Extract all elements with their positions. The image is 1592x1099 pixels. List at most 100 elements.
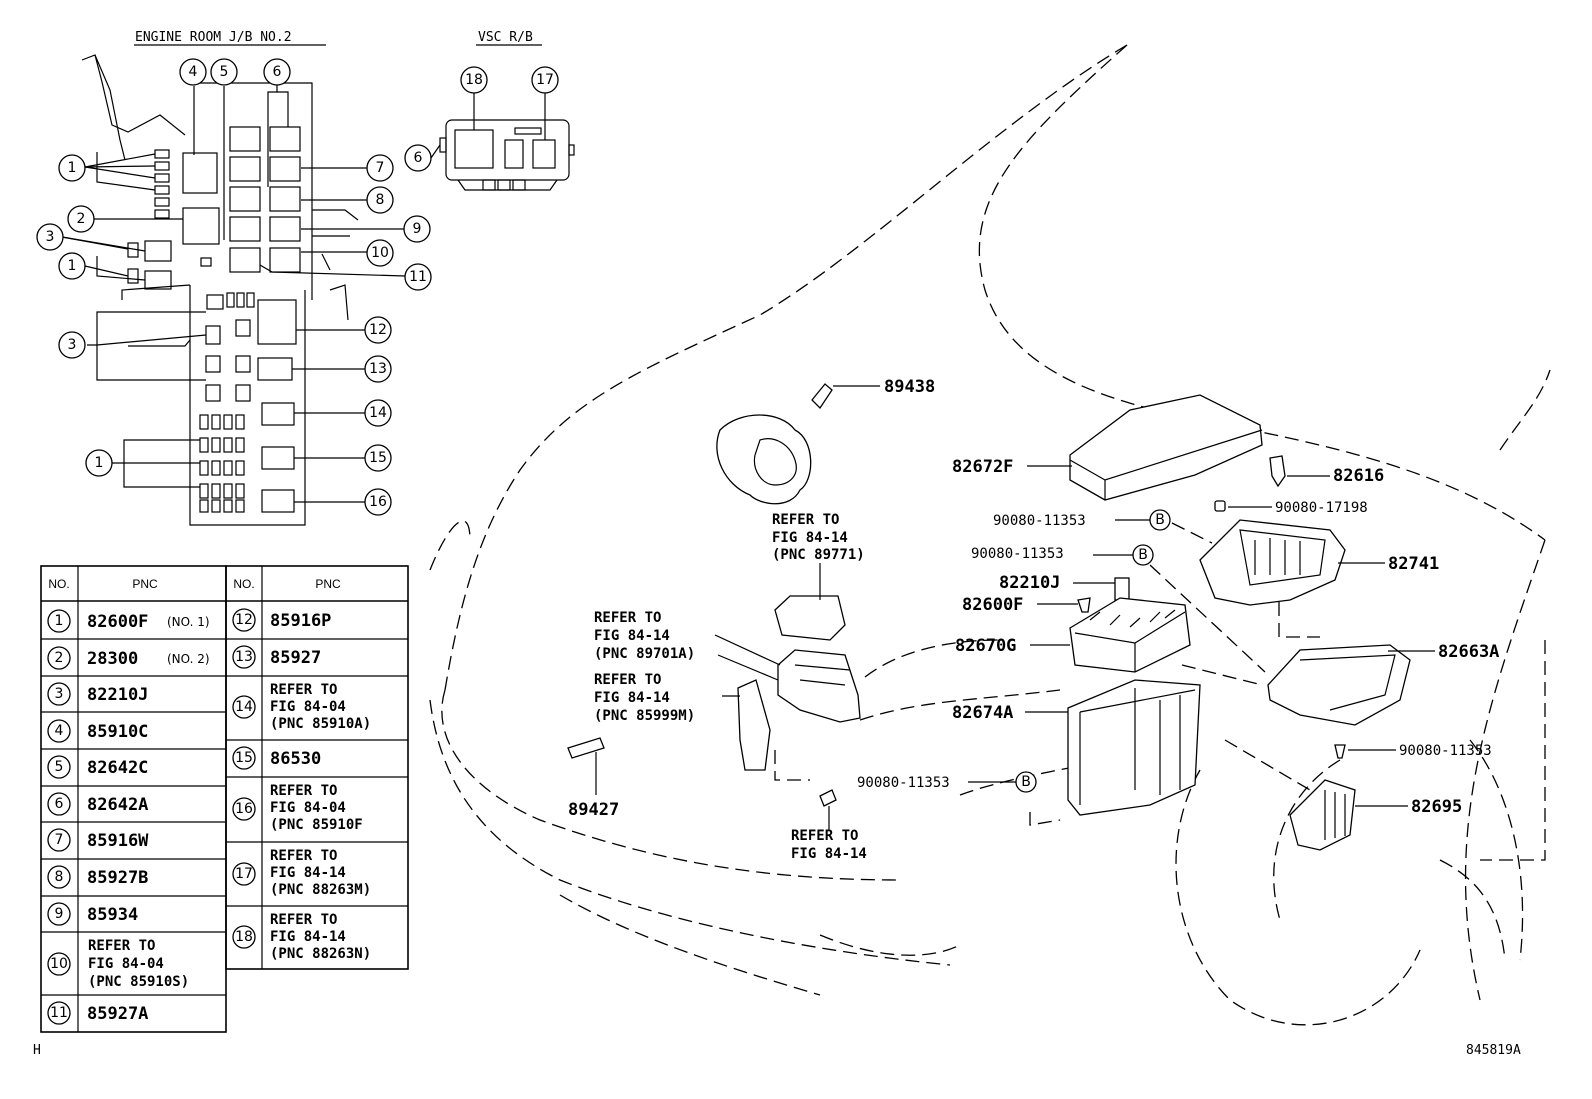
svg-text:1: 1 — [68, 258, 77, 274]
svg-text:18: 18 — [235, 929, 253, 945]
svg-text:85927A: 85927A — [87, 1004, 148, 1024]
fuse-82616-drawing — [1269, 455, 1330, 488]
svg-text:(PNC 89771): (PNC 89771) — [772, 547, 865, 563]
svg-text:REFER TO: REFER TO — [88, 938, 155, 954]
table-row: 11 85927A — [47, 1001, 148, 1025]
svg-text:4: 4 — [55, 723, 64, 739]
svg-text:4: 4 — [189, 64, 198, 80]
part-90080-11353-c: 90080-11353 — [1399, 743, 1492, 759]
svg-text:8: 8 — [376, 192, 385, 208]
svg-text:13: 13 — [235, 649, 253, 665]
part-82600F: 82600F — [962, 595, 1023, 615]
svg-text:85916P: 85916P — [270, 611, 331, 631]
svg-text:11: 11 — [409, 269, 427, 285]
svg-text:12: 12 — [235, 612, 253, 628]
svg-text:REFER TO: REFER TO — [594, 672, 661, 688]
sensor-89427-drawing — [567, 737, 605, 795]
svg-text:82600F: 82600F — [87, 612, 148, 632]
svg-text:85916W: 85916W — [87, 831, 149, 851]
b-badge: B — [1149, 509, 1171, 531]
fuse-box-cover-drawing — [1027, 394, 1263, 501]
svg-text:1: 1 — [68, 160, 77, 176]
engine-room-jb-header: ENGINE ROOM J/B NO.2 — [135, 30, 292, 45]
nut-90080-17198-drawing — [1214, 500, 1272, 512]
refer-note: REFER TO FIG 84-14 — [791, 828, 867, 862]
svg-text:3: 3 — [55, 686, 64, 702]
callout-circle: 1 — [58, 154, 86, 182]
jb-callouts: 1 2 3 1 3 1 4 5 6 7 8 9 10 11 12 13 14 1… — [36, 58, 432, 516]
part-82672F: 82672F — [952, 457, 1013, 477]
svg-text:85910C: 85910C — [87, 722, 148, 742]
svg-text:17: 17 — [235, 866, 253, 882]
svg-text:(NO. 1): (NO. 1) — [167, 615, 210, 629]
vsc-rb-drawing — [430, 92, 575, 191]
svg-text:2: 2 — [77, 211, 86, 227]
callout-circle: 6 — [404, 144, 432, 172]
vsc-rb-header: VSC R/B — [478, 30, 533, 45]
callout-circle: 8 — [366, 186, 394, 214]
svg-text:85927: 85927 — [270, 648, 321, 668]
part-82695: 82695 — [1411, 797, 1462, 817]
refer-note: REFER TO FIG 84-14 (PNC 89701A) — [594, 610, 695, 662]
callout-circle: 11 — [404, 263, 432, 291]
svg-text:3: 3 — [68, 337, 77, 353]
svg-text:B: B — [1138, 547, 1148, 563]
page-marker: H — [33, 1043, 41, 1058]
svg-text:(PNC 85999M): (PNC 85999M) — [594, 708, 695, 724]
col-pnc-header: PNC — [315, 577, 341, 591]
svg-text:FIG 84-14: FIG 84-14 — [594, 690, 670, 706]
svg-text:REFER TO: REFER TO — [270, 682, 337, 698]
svg-text:2: 2 — [55, 650, 64, 666]
callout-circle: 14 — [364, 399, 392, 427]
b-badge: B — [1132, 544, 1154, 566]
callout-circle: 5 — [210, 58, 238, 86]
svg-text:16: 16 — [369, 494, 387, 510]
svg-text:REFER TO: REFER TO — [791, 828, 858, 844]
callout-circle: 1 — [58, 252, 86, 280]
callout-circle: 17 — [531, 66, 559, 94]
svg-text:B: B — [1021, 774, 1031, 790]
svg-text:28300: 28300 — [87, 649, 138, 669]
part-82741: 82741 — [1388, 554, 1439, 574]
table-row: 7 85916W — [47, 828, 149, 852]
svg-text:9: 9 — [55, 906, 64, 922]
callout-circle: 15 — [364, 444, 392, 472]
sensor-89438-drawing — [716, 383, 880, 505]
svg-text:11: 11 — [50, 1005, 68, 1021]
svg-text:(PNC 85910A): (PNC 85910A) — [270, 716, 371, 732]
svg-text:(PNC 88263M): (PNC 88263M) — [270, 882, 371, 898]
fuse-82600F-drawing — [1037, 597, 1091, 613]
lower-case-82674A-drawing — [1025, 679, 1201, 816]
callout-circle: 2 — [67, 205, 95, 233]
callout-circle: 16 — [364, 488, 392, 516]
svg-text:14: 14 — [369, 405, 387, 421]
svg-text:7: 7 — [55, 832, 64, 848]
callout-circle: 13 — [364, 355, 392, 383]
junction-block-82670G-drawing — [1030, 597, 1191, 673]
refer-note: REFER TO FIG 84-14 (PNC 89771) — [772, 512, 865, 563]
svg-text:FIG 84-14: FIG 84-14 — [270, 865, 346, 881]
svg-text:(PNC 88263N): (PNC 88263N) — [270, 946, 371, 962]
svg-text:3: 3 — [46, 229, 55, 245]
callout-circle: 4 — [179, 58, 207, 86]
table-row: 12 85916P — [232, 608, 331, 632]
callout-circle: 1 — [85, 449, 113, 477]
svg-text:FIG 84-14: FIG 84-14 — [594, 628, 670, 644]
svg-text:REFER TO: REFER TO — [772, 512, 839, 528]
svg-text:FIG 84-04: FIG 84-04 — [270, 699, 346, 715]
part-90080-11353-a: 90080-11353 — [993, 513, 1086, 529]
svg-text:FIG 84-14: FIG 84-14 — [791, 846, 867, 862]
col-no-header: NO. — [233, 577, 254, 591]
svg-text:REFER TO: REFER TO — [270, 912, 337, 928]
illustration-number: 845819A — [1466, 1043, 1521, 1058]
part-89438: 89438 — [884, 377, 935, 397]
